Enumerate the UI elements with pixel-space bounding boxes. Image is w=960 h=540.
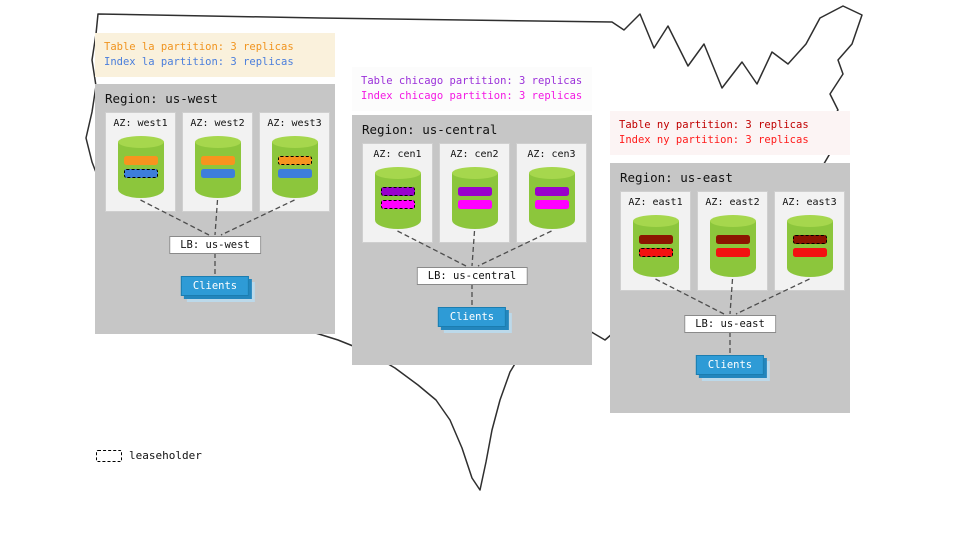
replica-bars	[118, 156, 164, 178]
replica-bars	[633, 235, 679, 257]
annotation-us-east: Table ny partition: 3 replicas Index ny …	[610, 111, 850, 155]
index-replica-bar	[200, 169, 235, 178]
database-cylinder-icon	[374, 167, 421, 229]
cylinder-top	[709, 215, 756, 227]
index-replica-bar	[534, 200, 569, 209]
index-replica-bar	[277, 169, 312, 178]
cylinder-top	[528, 167, 575, 179]
az-row: AZ: west1 AZ: west2	[105, 112, 330, 212]
az-card-east2: AZ: east2	[697, 191, 768, 291]
index-replica-bar	[457, 200, 492, 209]
az-label: AZ: cen1	[373, 149, 422, 160]
cylinder-top	[374, 167, 421, 179]
table-partition-note: Table chicago partition: 3 replicas	[361, 75, 583, 87]
index-replica-bar	[638, 248, 673, 257]
table-partition-note: Table la partition: 3 replicas	[104, 41, 294, 53]
az-card-west3: AZ: west3	[259, 112, 330, 212]
replica-bars	[710, 235, 756, 257]
az-label: AZ: west1	[113, 118, 168, 129]
load-balancer-us-central: LB: us-central	[416, 267, 528, 285]
az-card-cen3: AZ: cen3	[516, 143, 587, 243]
cylinder-top	[451, 167, 498, 179]
az-label: AZ: east3	[782, 197, 837, 208]
replica-bars	[375, 187, 421, 209]
az-label: AZ: west3	[267, 118, 322, 129]
region-title: Region: us-east	[620, 170, 733, 185]
table-replica-bar	[277, 156, 312, 165]
database-cylinder-icon	[194, 136, 241, 198]
table-replica-bar	[200, 156, 235, 165]
database-cylinder-icon	[117, 136, 164, 198]
table-replica-bar	[123, 156, 158, 165]
replica-bars	[272, 156, 318, 178]
index-partition-note: Index la partition: 3 replicas	[104, 56, 294, 68]
database-cylinder-icon	[632, 215, 679, 277]
table-replica-bar	[792, 235, 827, 244]
table-replica-bar	[380, 187, 415, 196]
az-label: AZ: cen3	[527, 149, 576, 160]
clients-box-us-east: Clients	[695, 355, 765, 375]
cylinder-top	[194, 136, 241, 148]
az-label: AZ: west2	[190, 118, 245, 129]
database-cylinder-icon	[786, 215, 833, 277]
legend-label: leaseholder	[129, 449, 202, 462]
table-replica-bar	[638, 235, 673, 244]
az-card-cen2: AZ: cen2	[439, 143, 510, 243]
index-partition-note: Index chicago partition: 3 replicas	[361, 90, 583, 102]
az-card-cen1: AZ: cen1	[362, 143, 433, 243]
table-replica-bar	[457, 187, 492, 196]
az-card-east1: AZ: east1	[620, 191, 691, 291]
leaseholder-dashed-swatch-icon	[96, 449, 122, 462]
az-card-west1: AZ: west1	[105, 112, 176, 212]
region-title: Region: us-west	[105, 91, 218, 106]
az-label: AZ: cen2	[450, 149, 499, 160]
index-replica-bar	[380, 200, 415, 209]
table-partition-note: Table ny partition: 3 replicas	[619, 119, 809, 131]
load-balancer-us-west: LB: us-west	[169, 236, 261, 254]
table-replica-bar	[715, 235, 750, 244]
index-partition-note: Index ny partition: 3 replicas	[619, 134, 809, 146]
az-label: AZ: east2	[705, 197, 760, 208]
replica-bars	[787, 235, 833, 257]
database-cylinder-icon	[271, 136, 318, 198]
az-row: AZ: cen1 AZ: cen2	[362, 143, 587, 243]
cylinder-top	[632, 215, 679, 227]
annotation-us-west: Table la partition: 3 replicas Index la …	[95, 33, 335, 77]
region-title: Region: us-central	[362, 122, 498, 137]
cylinder-top	[786, 215, 833, 227]
index-replica-bar	[715, 248, 750, 257]
replica-bars	[452, 187, 498, 209]
az-card-east3: AZ: east3	[774, 191, 845, 291]
annotation-us-central: Table chicago partition: 3 replicas Inde…	[352, 67, 592, 111]
replica-bars	[529, 187, 575, 209]
clients-box-us-west: Clients	[180, 276, 250, 296]
index-replica-bar	[792, 248, 827, 257]
database-cylinder-icon	[709, 215, 756, 277]
database-cylinder-icon	[528, 167, 575, 229]
region-us-central: Region: us-central AZ: cen1 AZ: cen2	[352, 115, 592, 365]
index-replica-bar	[123, 169, 158, 178]
cylinder-top	[117, 136, 164, 148]
az-row: AZ: east1 AZ: east2	[620, 191, 845, 291]
region-us-west: Region: us-west AZ: west1 AZ: west2	[95, 84, 335, 334]
cylinder-top	[271, 136, 318, 148]
clients-box-us-central: Clients	[437, 307, 507, 327]
az-card-west2: AZ: west2	[182, 112, 253, 212]
table-replica-bar	[534, 187, 569, 196]
az-label: AZ: east1	[628, 197, 683, 208]
replica-bars	[195, 156, 241, 178]
region-us-east: Region: us-east AZ: east1 AZ: east2	[610, 163, 850, 413]
legend: leaseholder	[96, 449, 202, 462]
load-balancer-us-east: LB: us-east	[684, 315, 776, 333]
database-cylinder-icon	[451, 167, 498, 229]
